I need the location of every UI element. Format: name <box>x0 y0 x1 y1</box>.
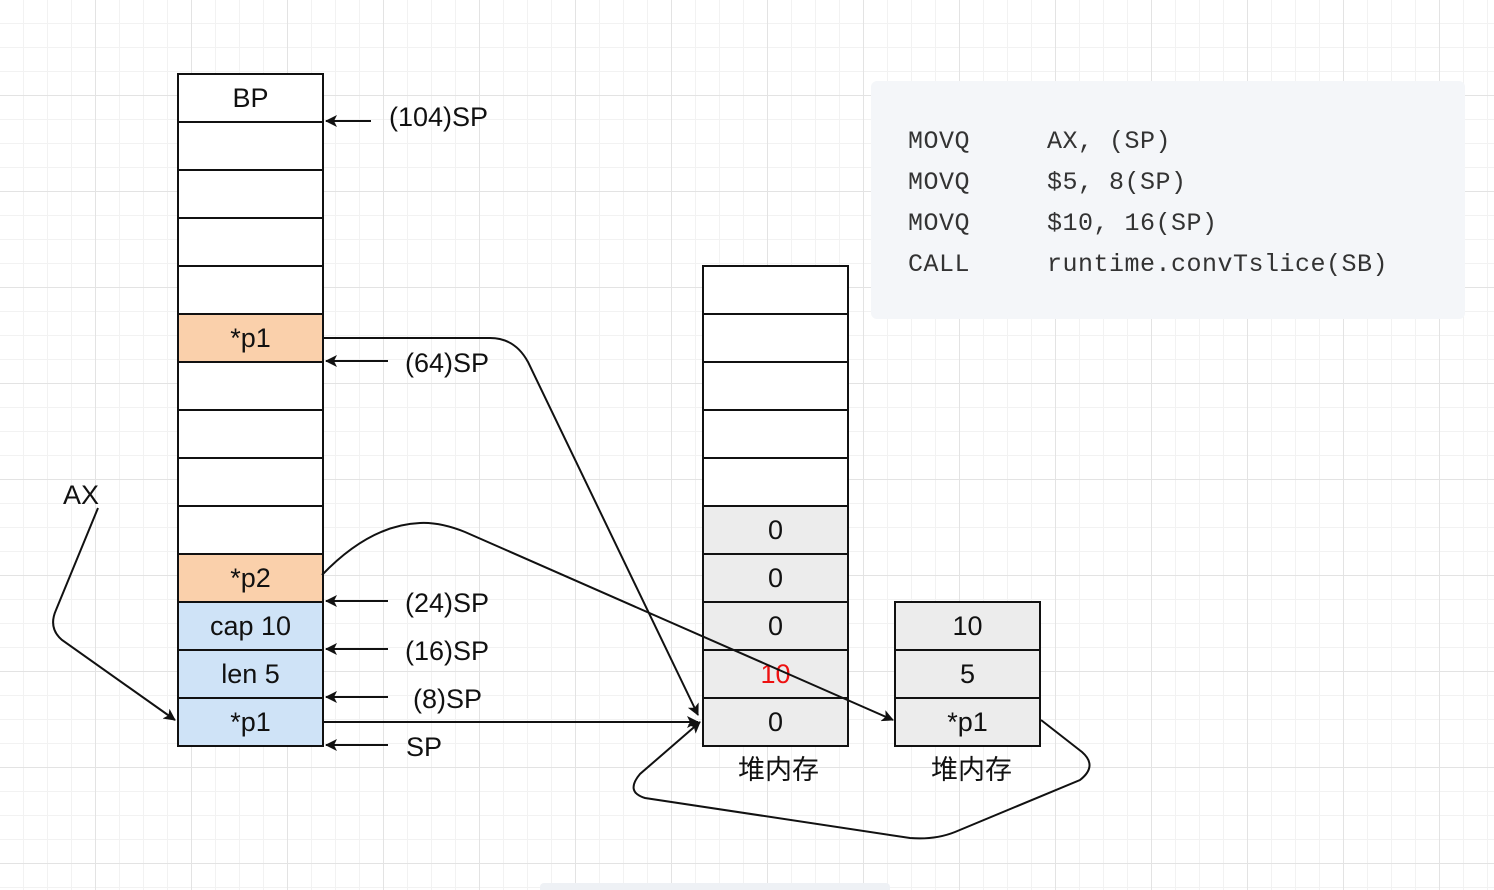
code-op: MOVQ <box>908 209 971 238</box>
code-args: runtime.convTslice(SB) <box>1047 250 1389 279</box>
ax-arrow <box>52 507 176 721</box>
stack-cell <box>177 169 324 219</box>
bottom-scroll-bar <box>540 883 890 890</box>
heap2-cell-cap: 10 <box>894 601 1041 651</box>
stack-cell-p1-orange: *p1 <box>177 313 324 363</box>
sp-label-16: (16)SP <box>405 636 490 666</box>
heap1-cell <box>702 313 849 363</box>
code-op: MOVQ <box>908 168 971 197</box>
code-op: CALL <box>908 250 971 279</box>
heap1-cell: 0 <box>702 553 849 603</box>
stack-cell <box>177 217 324 267</box>
code-line: MOVQ AX, (SP) <box>908 121 1465 162</box>
heap-pointer-loop-arrow <box>632 719 1091 840</box>
heap2-cell-ptr: *p1 <box>894 697 1041 747</box>
p2-arrow <box>321 521 894 722</box>
heap2-caption: 堆内存 <box>931 755 1012 786</box>
stack-cell-len: len 5 <box>177 649 324 699</box>
heap2-cell-len: 5 <box>894 649 1041 699</box>
code-args: $5, 8(SP) <box>1047 168 1187 197</box>
sp-label-8: (8)SP <box>413 684 483 714</box>
code-line: MOVQ $10, 16(SP) <box>908 203 1465 244</box>
code-line: CALL runtime.convTslice(SB) <box>908 244 1465 285</box>
sp-label-24: (24)SP <box>405 588 490 618</box>
sp-label-64: (64)SP <box>405 348 490 378</box>
heap1-cell: 0 <box>702 697 849 747</box>
p1-orange-arrow <box>324 337 699 716</box>
heap1-caption: 堆内存 <box>738 755 819 786</box>
code-line: MOVQ $5, 8(SP) <box>908 162 1465 203</box>
sp-label-0: SP <box>406 732 443 762</box>
stack-cell <box>177 409 324 459</box>
code-op: MOVQ <box>908 127 971 156</box>
ax-register-label: AX <box>63 480 100 510</box>
heap1-cell <box>702 457 849 507</box>
heap1-cell: 0 <box>702 505 849 555</box>
assembly-code-box: MOVQ AX, (SP) MOVQ $5, 8(SP) MOVQ $10, 16(S… <box>871 81 1465 319</box>
stack-cell-p2: *p2 <box>177 553 324 603</box>
stack-cell-p1-blue: *p1 <box>177 697 324 747</box>
code-args: $10, 16(SP) <box>1047 209 1218 238</box>
sp-label-104: (104)SP <box>389 102 489 132</box>
code-args: AX, (SP) <box>1047 127 1172 156</box>
heap1-cell <box>702 409 849 459</box>
stack-cell <box>177 505 324 555</box>
stack-cell: BP <box>177 73 324 123</box>
